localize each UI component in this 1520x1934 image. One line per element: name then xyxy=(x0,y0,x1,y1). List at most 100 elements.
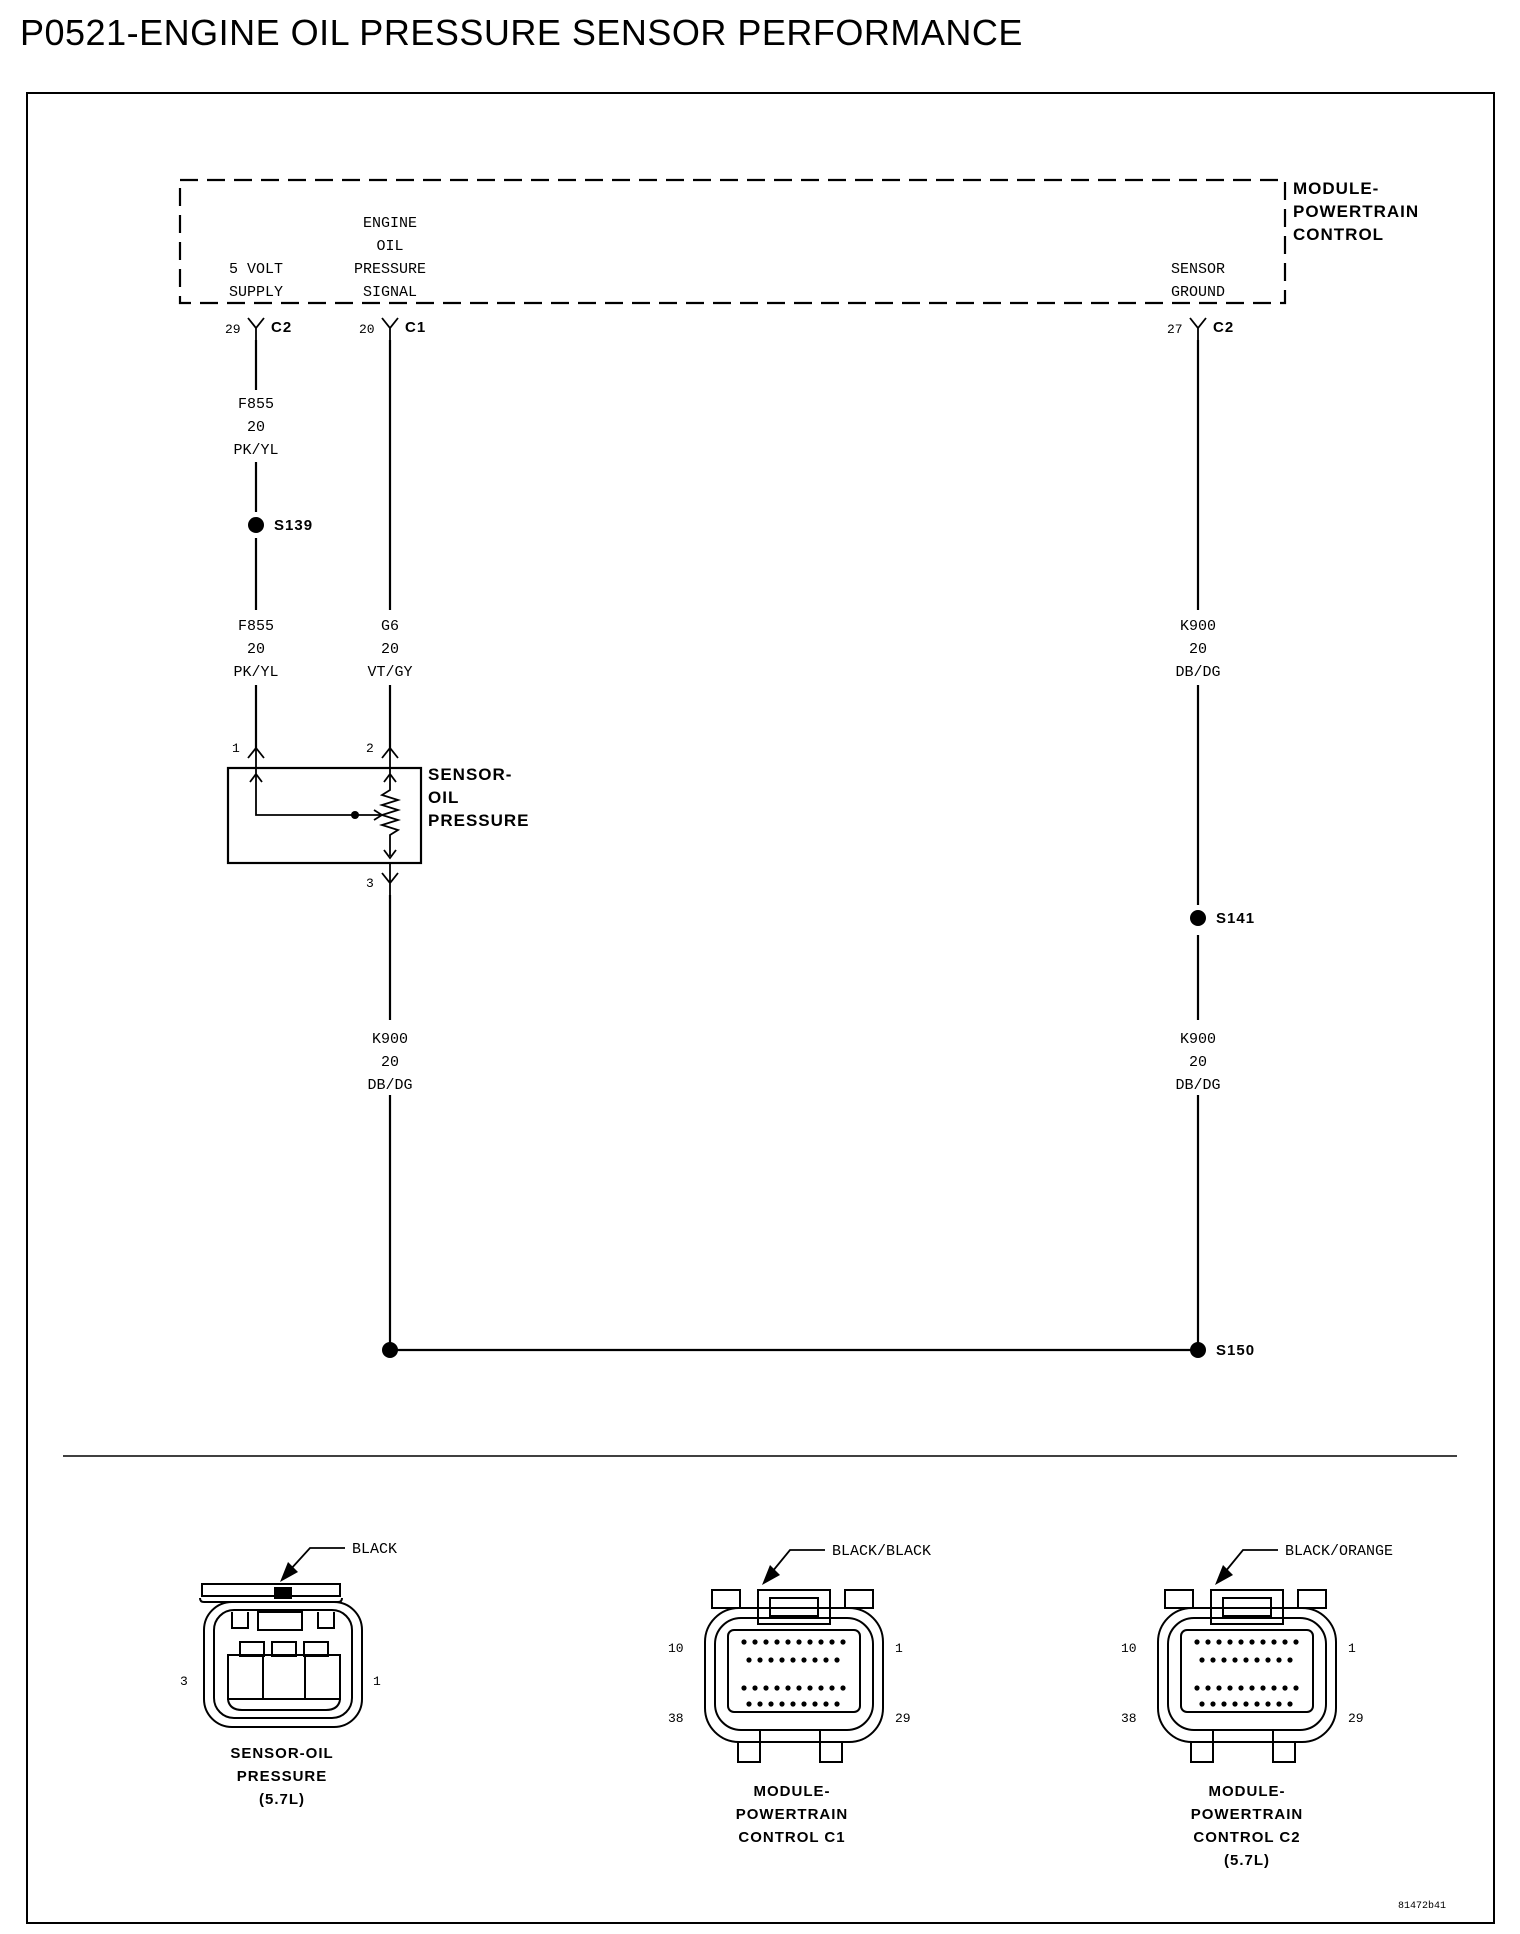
pcm-c1-pointer xyxy=(771,1549,825,1573)
sensor-potentiometer-symbol xyxy=(249,768,402,860)
pin-27-label: 27 xyxy=(1167,322,1183,337)
pin-hole xyxy=(779,1657,785,1663)
pin-hole xyxy=(1243,1657,1249,1663)
pin-hole xyxy=(1254,1657,1260,1663)
sensor-name-line3: PRESSURE xyxy=(428,811,530,830)
pin-hole xyxy=(1287,1657,1293,1663)
pin-hole xyxy=(1276,1701,1282,1707)
pcm-c2-pin-38: 38 xyxy=(1121,1711,1137,1726)
sensor-terminal-3 xyxy=(381,863,399,895)
diagram-frame xyxy=(26,92,1495,1924)
pin-hole xyxy=(1216,1639,1222,1645)
pin-hole xyxy=(746,1657,752,1663)
pin-hole xyxy=(1227,1639,1233,1645)
wire-g6-color: VT/GY xyxy=(367,664,412,681)
pin-hole xyxy=(785,1639,791,1645)
volt-supply-label-2: SUPPLY xyxy=(229,284,283,301)
pcm-c2-pointer xyxy=(1224,1549,1278,1573)
splice-left-bottom xyxy=(382,1342,398,1358)
pin-hole xyxy=(823,1701,829,1707)
pin-hole xyxy=(812,1701,818,1707)
wire-k900-right-lower-color: DB/DG xyxy=(1175,1077,1220,1094)
volt-supply-label-1: 5 VOLT xyxy=(229,261,283,278)
connector-view-pcm-c2 xyxy=(1157,1589,1337,1763)
pin-hole xyxy=(1249,1685,1255,1691)
wire-g6-gauge: 20 xyxy=(381,641,399,658)
pin-hole xyxy=(829,1639,835,1645)
pcm-c1-pin-1: 1 xyxy=(895,1641,903,1656)
pcm-c1-name-3: CONTROL C1 xyxy=(738,1829,845,1846)
pin-hole xyxy=(840,1639,846,1645)
pin-hole xyxy=(823,1657,829,1663)
splice-s141 xyxy=(1190,910,1206,926)
pin-hole xyxy=(801,1657,807,1663)
pcm-c2-name-2: POWERTRAIN xyxy=(1191,1806,1304,1823)
pcm-c2-pin-grid xyxy=(1194,1639,1299,1707)
pin-hole xyxy=(1282,1685,1288,1691)
pcm-name-line2: POWERTRAIN xyxy=(1293,202,1419,221)
sensor-connector-name-2: PRESSURE xyxy=(237,1768,328,1785)
oil-signal-label-2: OIL xyxy=(376,238,403,255)
wire-f855-upper-circuit: F855 xyxy=(238,396,274,413)
oil-signal-label-3: PRESSURE xyxy=(354,261,426,278)
pin-hole xyxy=(774,1685,780,1691)
connector-view-pcm-c1 xyxy=(704,1589,884,1763)
pin-hole xyxy=(801,1701,807,1707)
pcm-c1-pin-grid xyxy=(741,1639,846,1707)
pin-20-label: 20 xyxy=(359,322,375,337)
pin-hole xyxy=(1205,1639,1211,1645)
pcm-c2-name-4: (5.7L) xyxy=(1224,1852,1270,1869)
figure-id: 81472b41 xyxy=(1398,1900,1446,1912)
pin-hole xyxy=(1205,1685,1211,1691)
pin-hole xyxy=(757,1701,763,1707)
sensor-connector-name-1: SENSOR-OIL xyxy=(230,1745,333,1762)
pin-hole xyxy=(1243,1701,1249,1707)
splice-s150 xyxy=(1190,1342,1206,1358)
pin-hole xyxy=(1221,1701,1227,1707)
pin-hole xyxy=(818,1639,824,1645)
pcm-terminal-ground: 27 C2 xyxy=(1167,317,1234,340)
pin-hole xyxy=(1194,1685,1200,1691)
connector-c2-ground-label: C2 xyxy=(1213,319,1234,336)
sensor-connector-arrowhead xyxy=(280,1562,298,1582)
pin-hole xyxy=(1232,1701,1238,1707)
wire-k900-right-lower-circuit: K900 xyxy=(1180,1031,1216,1048)
pin-hole xyxy=(1238,1639,1244,1645)
pin-hole xyxy=(1194,1639,1200,1645)
oil-signal-label-1: ENGINE xyxy=(363,215,417,232)
pcm-c2-name-1: MODULE- xyxy=(1209,1783,1286,1800)
connector-view-sensor xyxy=(199,1583,363,1728)
sensor-name-line1: SENSOR- xyxy=(428,765,512,784)
sensor-ground-label-1: SENSOR xyxy=(1171,261,1225,278)
pin-hole xyxy=(796,1685,802,1691)
pin-hole xyxy=(1276,1657,1282,1663)
pin-hole xyxy=(1249,1639,1255,1645)
pin-hole xyxy=(1265,1701,1271,1707)
oil-pressure-sensor-box xyxy=(226,766,423,865)
wire-f855-lower-color: PK/YL xyxy=(233,664,278,681)
pin-hole xyxy=(1260,1685,1266,1691)
sensor-pin-3-label: 3 xyxy=(366,876,374,891)
pin-hole xyxy=(834,1657,840,1663)
pin-hole xyxy=(752,1639,758,1645)
pin-hole xyxy=(1265,1657,1271,1663)
pcm-c1-arrowhead xyxy=(762,1565,780,1585)
pin-hole xyxy=(1271,1685,1277,1691)
pcm-c1-color: BLACK/BLACK xyxy=(832,1543,931,1560)
splice-s139 xyxy=(248,517,264,533)
pin-hole xyxy=(757,1657,763,1663)
pin-hole xyxy=(1254,1701,1260,1707)
pcm-module-box xyxy=(178,178,1287,305)
pin-hole xyxy=(829,1685,835,1691)
pcm-c2-name-3: CONTROL C2 xyxy=(1193,1829,1300,1846)
sensor-pin-1-label: 1 xyxy=(232,741,240,756)
pin-hole xyxy=(763,1639,769,1645)
splice-s139-label: S139 xyxy=(274,517,313,534)
connector-c1-label: C1 xyxy=(405,319,426,336)
pin-hole xyxy=(1227,1685,1233,1691)
wire-g6-circuit: G6 xyxy=(381,618,399,635)
pin-hole xyxy=(834,1701,840,1707)
pin-hole xyxy=(1293,1685,1299,1691)
pcm-c2-pin-10: 10 xyxy=(1121,1641,1137,1656)
